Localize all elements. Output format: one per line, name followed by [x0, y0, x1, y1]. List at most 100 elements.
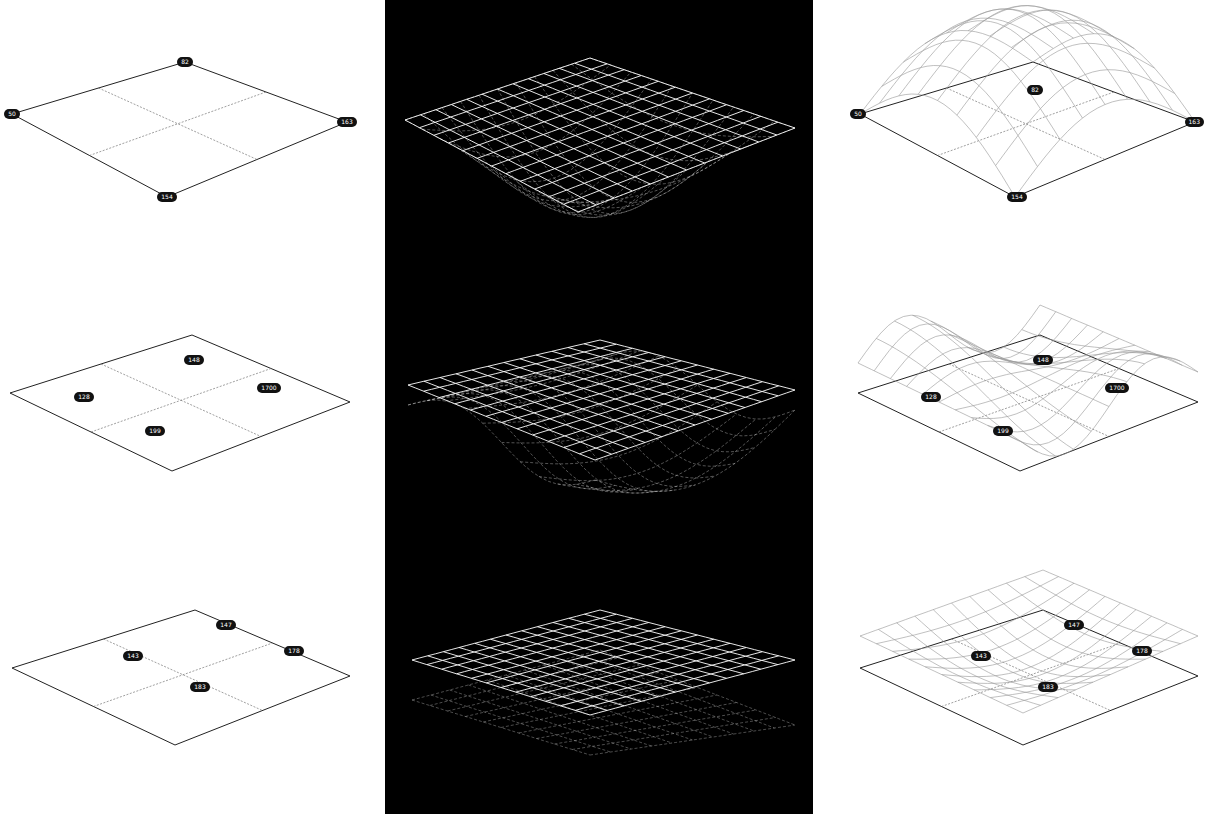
grid-line: [595, 390, 795, 460]
grid-line: [579, 386, 778, 454]
grid-line: [947, 9, 1106, 105]
grid-line: [549, 116, 761, 196]
grid-line: [958, 610, 1136, 684]
grid-line: [925, 21, 1083, 118]
grid-line: [560, 652, 762, 706]
grid-line: [483, 368, 678, 423]
grid-line: [1025, 577, 1181, 644]
grid-line: [957, 23, 1134, 115]
grid-line: [590, 660, 795, 715]
grid-line: [535, 111, 744, 190]
grid-line: [942, 603, 1121, 677]
grid-line: [894, 321, 1055, 456]
value-text: 147: [220, 621, 231, 628]
value-tag: 82: [1027, 85, 1043, 95]
grid-line: [558, 419, 756, 491]
value-text: 128: [925, 393, 936, 400]
grid-line: [996, 70, 1175, 166]
grid-line: [584, 344, 778, 396]
value-text: 163: [341, 118, 352, 125]
grid-line: [1033, 34, 1195, 122]
value-tag: 147: [1064, 620, 1083, 630]
grid-line: [590, 58, 795, 128]
grid-line: [501, 635, 698, 688]
base-square: [10, 335, 350, 471]
value-text: 178: [1136, 647, 1147, 654]
value-tag: 147: [216, 620, 235, 630]
grid-line: [575, 656, 779, 711]
mid-line: [90, 92, 267, 156]
grid-line: [575, 63, 777, 135]
value-text: 183: [194, 683, 205, 690]
value-text: 178: [288, 647, 299, 654]
value-tag: 183: [1038, 682, 1057, 692]
value-tag: 143: [123, 651, 142, 661]
value-tag: 163: [337, 117, 356, 127]
grid-line: [893, 583, 1074, 651]
value-tag: 128: [74, 392, 93, 402]
grid-line: [1006, 583, 1163, 651]
value-text: 199: [149, 427, 160, 434]
value-tag: 199: [145, 426, 164, 436]
value-text: 154: [161, 193, 172, 200]
value-tag: 82: [177, 57, 193, 67]
grid-line: [446, 394, 635, 493]
value-tag: 178: [1132, 646, 1151, 656]
grid-line: [520, 105, 726, 182]
value-text: 50: [8, 110, 16, 117]
value-tag: 163: [1185, 117, 1204, 127]
grid-line: [1007, 629, 1183, 705]
base-square: [12, 62, 347, 197]
grid-line: [564, 122, 778, 204]
grid-line: [938, 10, 1115, 101]
grid-line: [568, 348, 762, 402]
value-tag: 148: [1033, 355, 1052, 365]
grid-line: [564, 382, 763, 448]
grid-line: [968, 6, 1127, 100]
mid-line: [99, 88, 258, 160]
value-text: 128: [78, 393, 89, 400]
value-text: 1700: [261, 384, 276, 391]
grid-line: [445, 351, 639, 401]
value-tag: 199: [993, 426, 1012, 436]
grid-line: [990, 10, 1150, 102]
grid-line: [1020, 357, 1198, 456]
dark-panel: [385, 0, 813, 814]
value-text: 163: [1189, 118, 1200, 125]
grid-line: [939, 339, 1119, 403]
grid-line: [600, 340, 795, 390]
grid-line: [578, 128, 795, 212]
value-text: 82: [1031, 86, 1039, 93]
value-tag: 154: [1007, 192, 1026, 202]
value-text: 82: [181, 58, 189, 65]
grid-line: [526, 107, 733, 215]
base-square: [12, 610, 350, 745]
value-text: 148: [188, 356, 199, 363]
value-tag: 1700: [257, 383, 280, 393]
value-text: 148: [1037, 356, 1048, 363]
grid-line: [931, 321, 1091, 431]
grid-line: [531, 643, 730, 696]
grid-line: [464, 356, 658, 409]
grid-line: [578, 128, 795, 212]
grid-line: [485, 386, 675, 492]
mid-line: [94, 643, 273, 707]
value-text: 1700: [1109, 384, 1124, 391]
grid-line: [913, 315, 1074, 449]
value-tag: 128: [921, 392, 940, 402]
grid-line: [952, 603, 1111, 677]
grid-line: [860, 94, 1015, 197]
value-text: 199: [997, 427, 1008, 434]
mid-line: [938, 92, 1115, 156]
grid-line: [554, 710, 756, 744]
grid-line: [976, 43, 1154, 137]
value-tag: 1700: [1105, 383, 1128, 393]
grid-line: [533, 373, 730, 435]
mid-line: [91, 369, 271, 433]
grid-line: [897, 623, 1058, 698]
value-text: 143: [127, 652, 138, 659]
grid-line: [1023, 636, 1198, 713]
value-text: 183: [1042, 683, 1053, 690]
grid-line: [504, 381, 695, 487]
